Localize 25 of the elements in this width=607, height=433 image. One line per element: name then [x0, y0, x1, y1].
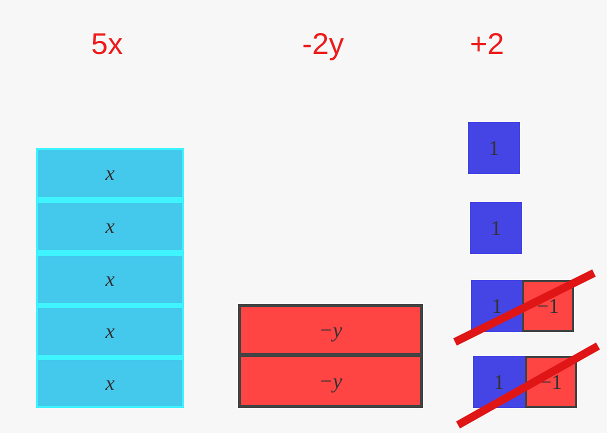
tile-label: 1	[494, 370, 504, 394]
algebra-tile	[38, 150, 182, 197]
algebra-tile	[468, 122, 520, 174]
tile-label: −y	[318, 318, 342, 342]
algebra-tile	[38, 360, 182, 406]
algebra-tile	[38, 308, 182, 355]
tile-label: 1	[492, 294, 502, 318]
tile-label: 1	[490, 216, 502, 240]
tile-label: x	[105, 214, 115, 239]
tile-label: x	[105, 267, 115, 292]
tile-label: 1	[488, 136, 500, 160]
tile-label: −1	[540, 370, 562, 394]
term-heading: +2	[468, 28, 506, 62]
tile-label: −1	[536, 294, 560, 318]
tile-label: −y	[318, 368, 342, 394]
term-heading: -2y	[301, 28, 345, 62]
algebra-tile	[470, 202, 522, 254]
algebra-tile	[238, 304, 423, 356]
tile-label: x	[105, 161, 115, 186]
term-heading: 5x	[90, 28, 124, 62]
algebra-tile	[238, 354, 423, 408]
tile-label: x	[105, 319, 115, 344]
tile-label: x	[105, 370, 115, 396]
algebra-tile	[38, 256, 182, 303]
algebra-tile	[38, 203, 182, 250]
